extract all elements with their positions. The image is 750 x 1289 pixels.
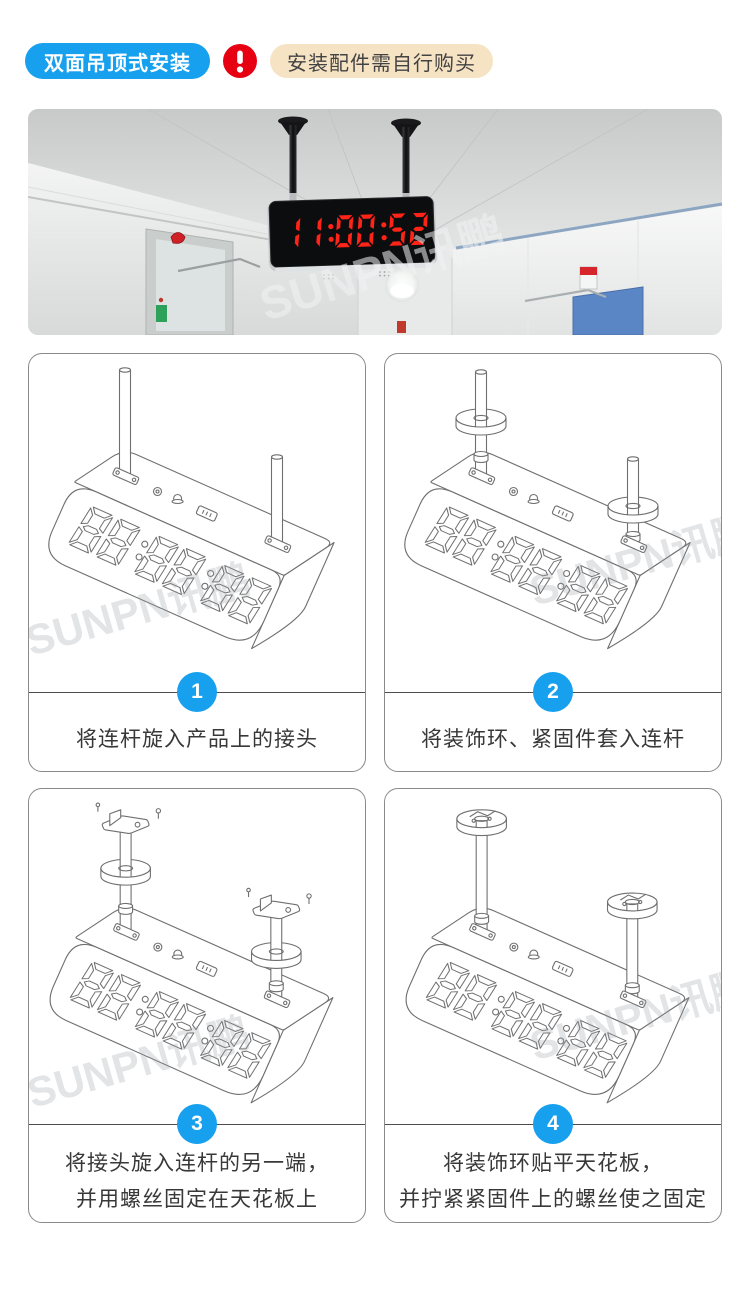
alarm-box-right xyxy=(580,267,597,275)
step-illustration-1: SUNPN讯鹏 1 xyxy=(29,354,365,712)
step-number-badge: 4 xyxy=(533,1104,573,1144)
caption-line: 将装饰环贴平天花板， xyxy=(443,1152,663,1176)
step-panel-2: SUNPN讯鹏 2 将装饰环、紧固件套入连杆 xyxy=(384,353,722,772)
step-panel-4: SUNPN讯鹏 4 将装饰环贴平天花板， 并拧紧紧固件上的螺丝使之固定 xyxy=(384,788,722,1223)
caption-line: 并拧紧紧固件上的螺丝使之固定 xyxy=(399,1187,707,1211)
step-panel-1: SUNPN讯鹏 1 将连杆旋入产品上的接头 xyxy=(28,353,366,772)
alarm-beacon-left xyxy=(170,232,186,244)
note-badge-label: 安装配件需自行购买 xyxy=(287,52,476,75)
step-illustration-3: SUNPN讯鹏 3 xyxy=(29,789,365,1144)
led-clock-display xyxy=(267,196,437,273)
step-caption-1: 将连杆旋入产品上的接头 xyxy=(29,693,365,771)
caption-line: 将接头旋入连杆的另一端， xyxy=(65,1152,329,1176)
exit-sign xyxy=(397,321,406,333)
step-caption-4: 将装饰环贴平天花板， 并拧紧紧固件上的螺丝使之固定 xyxy=(385,1125,721,1222)
installation-photo: SUNPN讯鹏 xyxy=(28,109,722,335)
steps-row-1: SUNPN讯鹏 1 将连杆旋入产品上的接头 SUNPN讯鹏 2 将装饰环、紧固件… xyxy=(28,353,722,772)
steps-row-2: SUNPN讯鹏 3 将接头旋入连杆的另一端， 并用螺丝固定在天花板上 SUNPN… xyxy=(28,788,722,1223)
step-number-badge: 3 xyxy=(177,1104,217,1144)
exclamation-icon xyxy=(223,44,257,78)
step-illustration-2: SUNPN讯鹏 2 xyxy=(385,354,721,712)
caption-line: 将装饰环、紧固件套入连杆 xyxy=(421,728,685,752)
note-badge: 安装配件需自行购买 xyxy=(270,44,493,78)
door-closer-arm xyxy=(177,257,261,273)
step-illustration-4: SUNPN讯鹏 4 xyxy=(385,789,721,1144)
step-caption-2: 将装饰环、紧固件套入连杆 xyxy=(385,693,721,771)
category-badge: 双面吊顶式安装 xyxy=(25,43,210,79)
step-number-badge: 2 xyxy=(533,672,573,712)
header: 双面吊顶式安装 安装配件需自行购买 xyxy=(0,0,750,79)
step-caption-3: 将接头旋入连杆的另一端， 并用螺丝固定在天花板上 xyxy=(29,1125,365,1222)
blue-door xyxy=(572,286,644,335)
step-number-badge: 1 xyxy=(177,672,217,712)
step-panel-3: SUNPN讯鹏 3 将接头旋入连杆的另一端， 并用螺丝固定在天花板上 xyxy=(28,788,366,1223)
ceiling-clock xyxy=(267,116,437,280)
caption-line: 并用螺丝固定在天花板上 xyxy=(76,1187,318,1211)
category-badge-label: 双面吊顶式安装 xyxy=(44,52,191,75)
caption-line: 将连杆旋入产品上的接头 xyxy=(76,728,318,752)
ceiling xyxy=(28,109,722,249)
